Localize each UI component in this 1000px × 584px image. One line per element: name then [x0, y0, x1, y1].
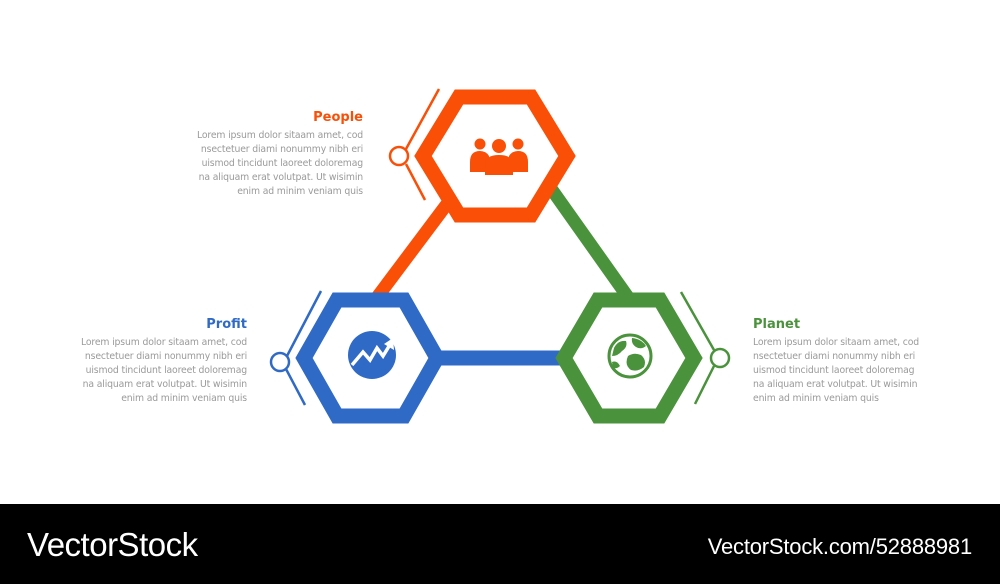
- profit-title: Profit: [206, 317, 247, 332]
- people-bracket: [388, 88, 441, 201]
- profit-description: Lorem ipsum dolor sitaam amet, cod nsect…: [47, 336, 247, 406]
- description-line: Lorem ipsum dolor sitaam amet, cod: [196, 130, 363, 141]
- description-line: na aliquam erat volutpat. Ut wisimin: [82, 379, 248, 390]
- planet-text-block: Planet Lorem ipsum dolor sitaam amet, co…: [753, 317, 953, 406]
- people-text-block: People Lorem ipsum dolor sitaam amet, co…: [163, 110, 363, 199]
- planet-node: [555, 291, 731, 424]
- description-line: uismod tincidunt laoreet doloremag: [85, 365, 248, 376]
- description-line: uismod tincidunt laoreet doloremag: [201, 158, 364, 169]
- triple-bottom-line-diagram: [269, 88, 731, 424]
- globe-icon: [607, 333, 653, 379]
- planet-bracket: [679, 291, 731, 405]
- brand-logo-text: VectorStock: [27, 526, 198, 563]
- description-line: Lorem ipsum dolor sitaam amet, cod: [80, 337, 247, 348]
- profit-text-block: Profit Lorem ipsum dolor sitaam amet, co…: [47, 317, 247, 406]
- watermark-footer: VectorStock VectorStock.com/52888981: [0, 504, 1000, 584]
- image-reference: VectorStock.com/52888981: [707, 534, 972, 559]
- people-description: Lorem ipsum dolor sitaam amet, cod nsect…: [163, 129, 363, 199]
- people-group-icon: [470, 138, 528, 175]
- description-line: enim ad minim veniam quis: [121, 393, 247, 404]
- description-line: enim ad minim veniam quis: [237, 186, 363, 197]
- planet-description: Lorem ipsum dolor sitaam amet, cod nsect…: [753, 336, 953, 406]
- description-line: nsectetuer diami nonummy nibh eri: [84, 351, 247, 362]
- connector-people-planet: [539, 176, 636, 304]
- description-line: nsectetuer diami nonummy nibh eri: [753, 351, 916, 362]
- description-line: nsectetuer diami nonummy nibh eri: [200, 144, 363, 155]
- planet-title: Planet: [753, 317, 801, 332]
- profit-bracket: [269, 290, 323, 406]
- profit-node: [269, 290, 446, 424]
- people-node: [388, 88, 576, 223]
- description-line: na aliquam erat volutpat. Ut wisimin: [753, 379, 918, 390]
- description-line: na aliquam erat volutpat. Ut wisimin: [198, 172, 364, 183]
- description-line: enim ad minim veniam quis: [753, 393, 879, 404]
- description-line: Lorem ipsum dolor sitaam amet, cod: [753, 337, 920, 348]
- people-title: People: [313, 110, 363, 125]
- description-line: uismod tincidunt laoreet doloremag: [753, 365, 915, 376]
- growth-chart-icon: [348, 331, 396, 379]
